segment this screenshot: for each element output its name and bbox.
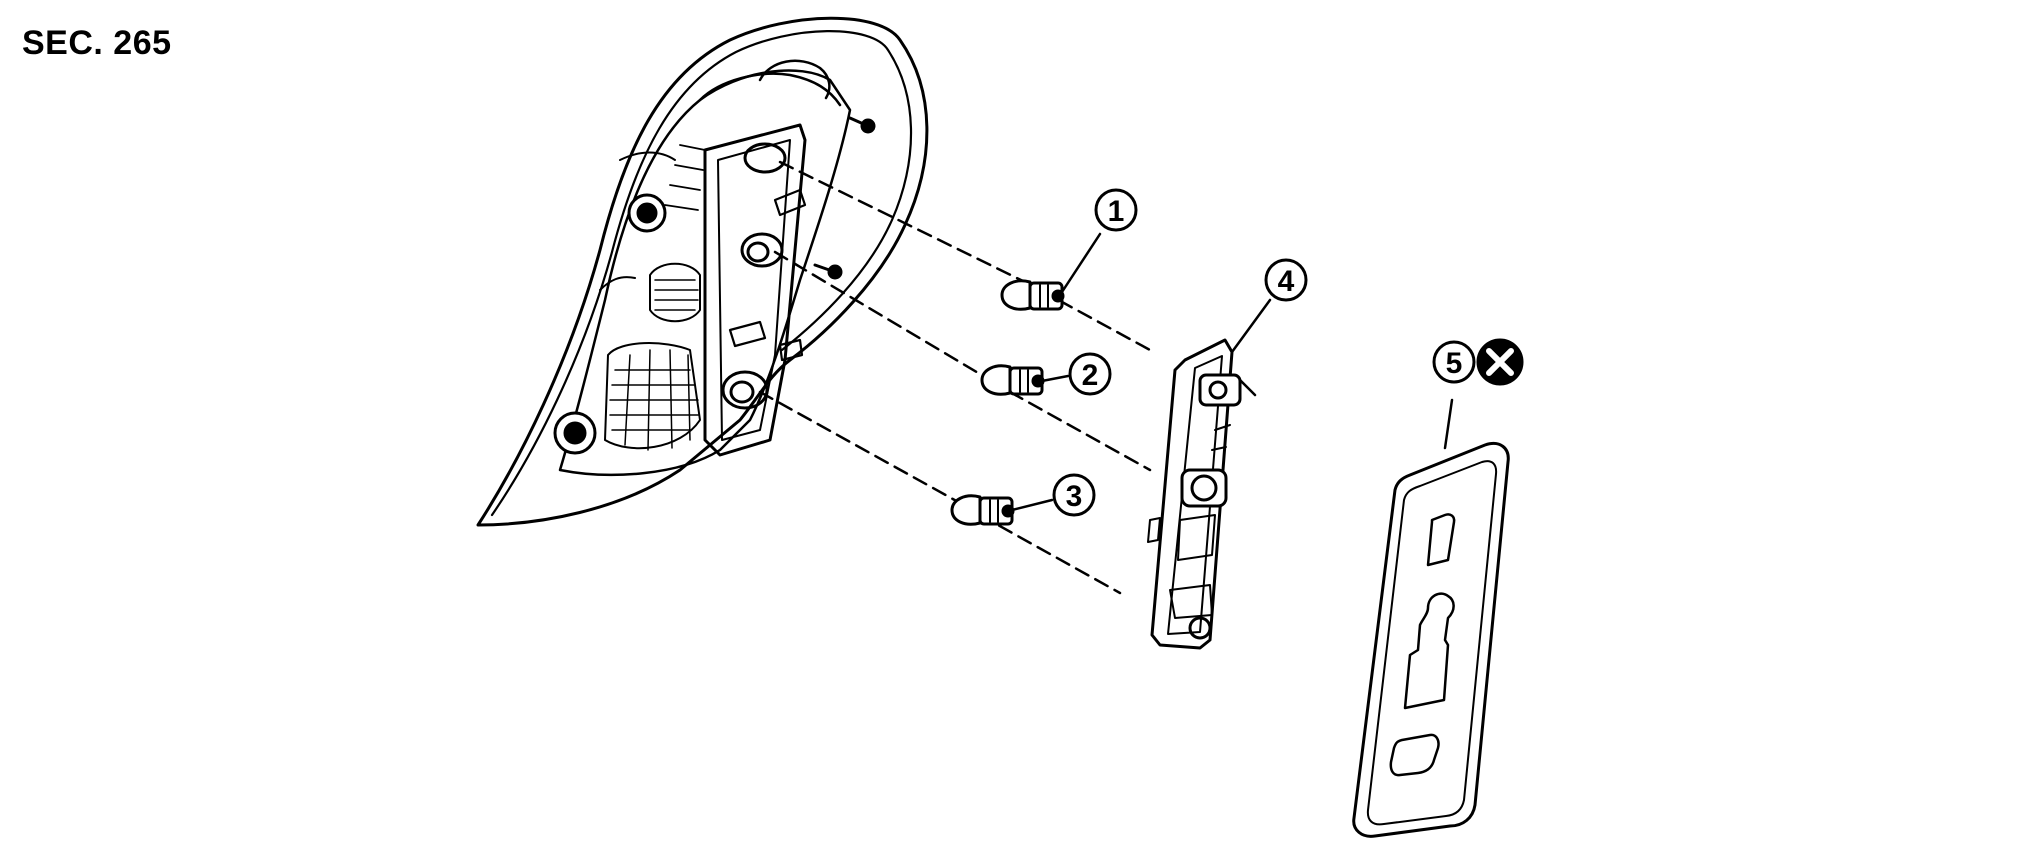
callout-1-number: 1 xyxy=(1108,195,1125,228)
callout-3-number: 3 xyxy=(1066,480,1083,513)
callout-5-number: 5 xyxy=(1446,347,1463,380)
section-label: SEC. 265 xyxy=(22,24,172,62)
callout-4-number: 4 xyxy=(1278,265,1295,298)
callout-1: 1 xyxy=(1094,188,1138,232)
callout-3: 3 xyxy=(1052,473,1096,517)
callout-5: 5 xyxy=(1432,340,1476,384)
callout-2-number: 2 xyxy=(1082,359,1099,392)
bulb-1 xyxy=(1000,279,1065,311)
bulb-3 xyxy=(950,494,1015,526)
do-not-reuse-icon xyxy=(1476,338,1524,386)
bulb-2 xyxy=(980,364,1045,396)
grommet-upper xyxy=(627,193,667,233)
callout-4: 4 xyxy=(1264,258,1308,302)
bulb-socket-plate xyxy=(1147,338,1257,650)
leader-lines xyxy=(1010,232,1454,512)
stud-middle xyxy=(813,263,843,280)
stud-upper xyxy=(848,116,876,134)
socket-plate-gasket xyxy=(1352,442,1510,838)
rear-combination-lamp-housing xyxy=(476,16,929,527)
callout-2: 2 xyxy=(1068,352,1112,396)
grommet-lower xyxy=(553,411,597,455)
